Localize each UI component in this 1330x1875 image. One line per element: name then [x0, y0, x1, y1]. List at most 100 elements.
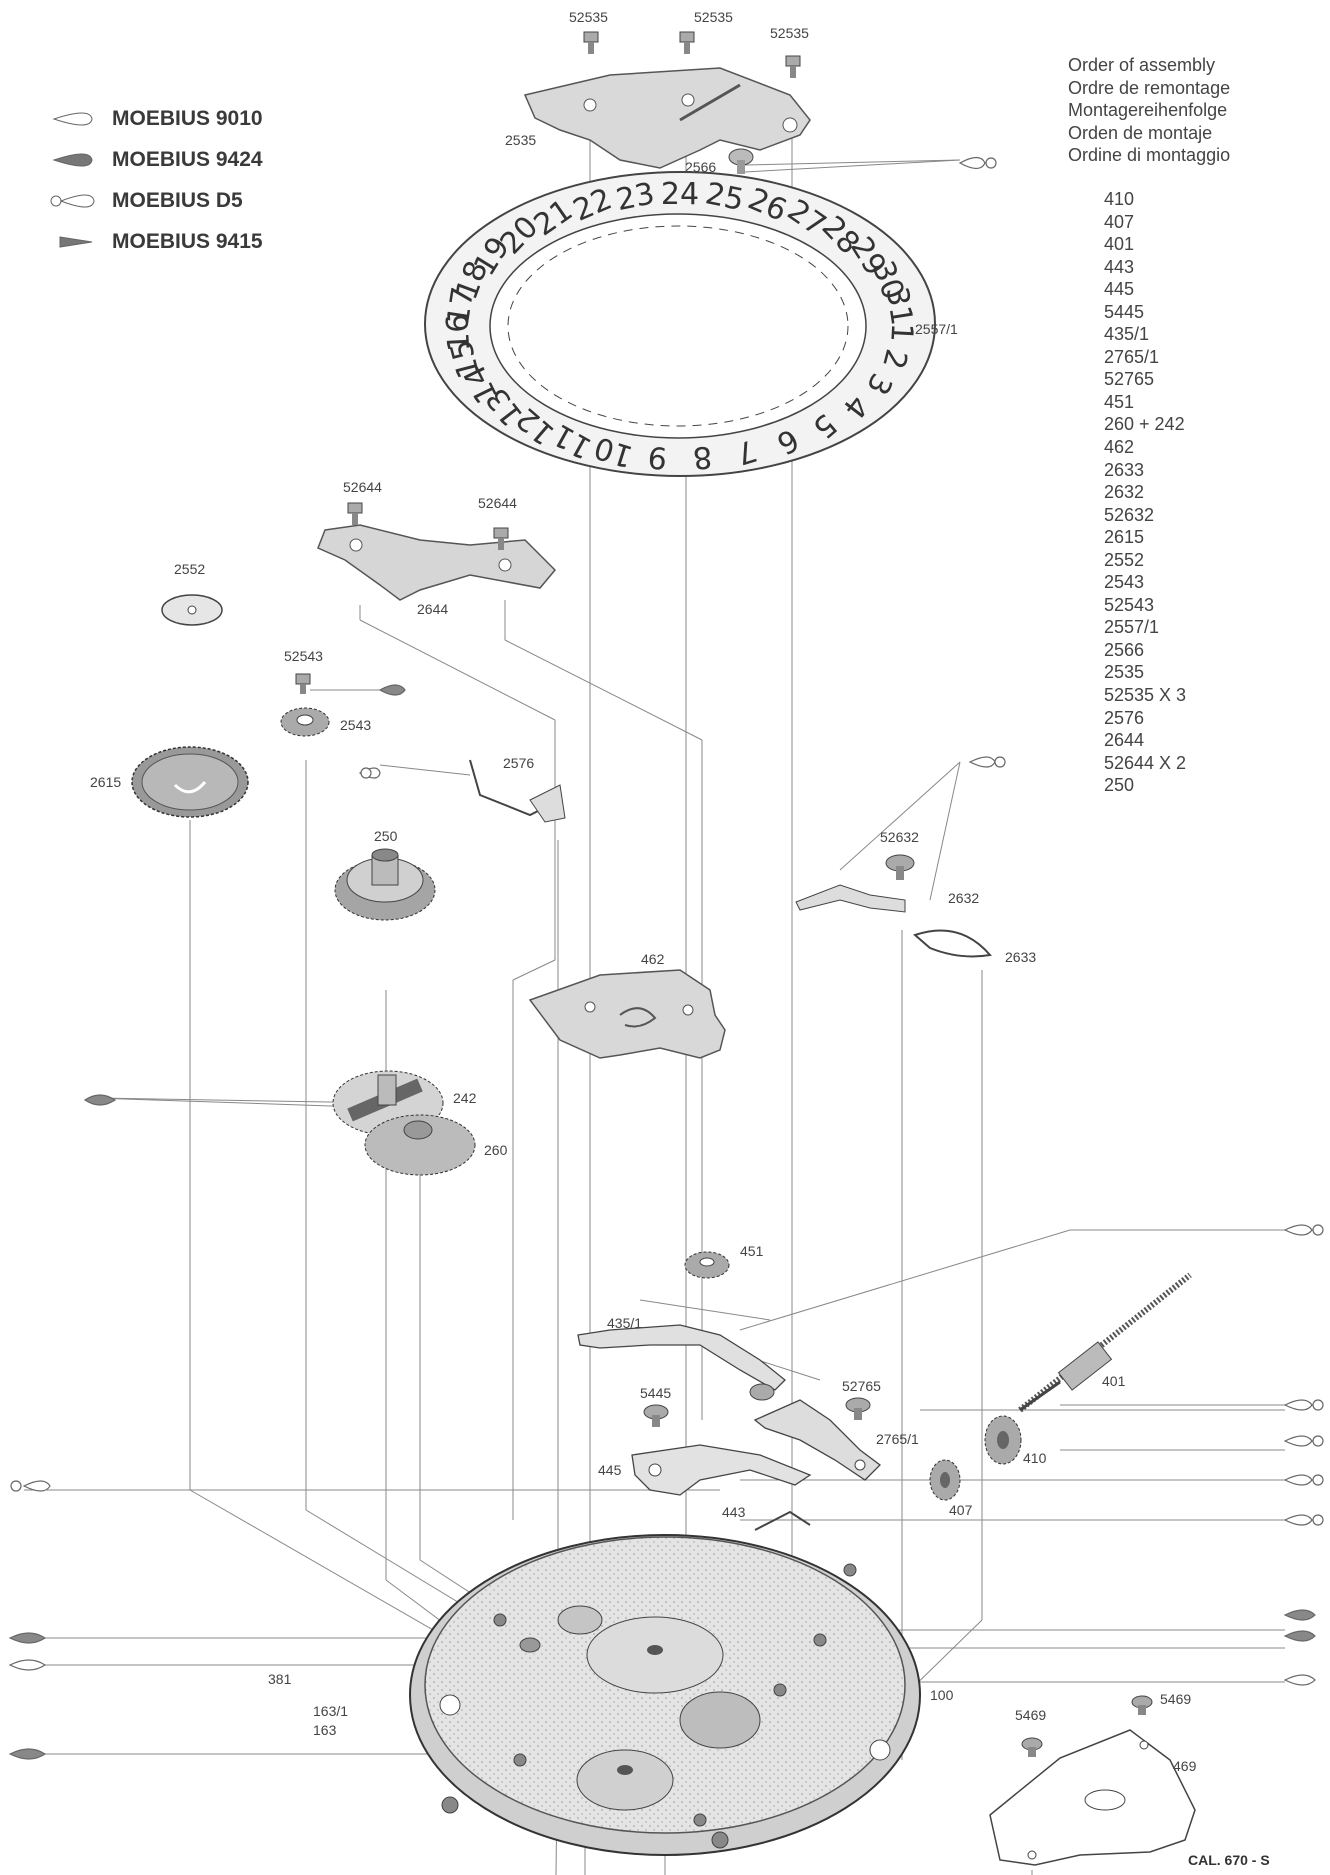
- cam-2552: [161, 594, 223, 626]
- label-435-1: 435/1: [607, 1315, 642, 1331]
- legend-item-moebius-9415: MOEBIUS 9415: [50, 221, 263, 262]
- order-item: 410: [1104, 189, 1135, 209]
- order-item: 2535: [1104, 662, 1145, 683]
- label-52535-c: 52535: [770, 25, 809, 41]
- wheel-2615: [131, 746, 249, 818]
- screw-52535-c: [785, 55, 801, 78]
- screw-52535-a: [583, 31, 599, 54]
- label-52632: 52632: [880, 829, 919, 845]
- cover-plate-469: [989, 1729, 1196, 1866]
- filled-drop-icon: [1283, 1609, 1316, 1621]
- date-ring-number: 23: [613, 176, 657, 218]
- label-52765: 52765: [842, 1378, 881, 1394]
- order-item: 401: [1104, 234, 1135, 255]
- main-plate-100: [409, 1534, 921, 1856]
- date-ring-number: 24: [661, 177, 699, 212]
- screw-52543: [295, 673, 311, 694]
- filled-drop-icon: [378, 684, 406, 696]
- label-2535: 2535: [505, 132, 536, 148]
- order-item: 5445: [1104, 301, 1145, 322]
- label-381: 381: [268, 1671, 292, 1687]
- screw-5445: [643, 1404, 669, 1427]
- label-163-1: 163/1: [313, 1703, 348, 1719]
- order-item: 2576: [1104, 707, 1145, 728]
- screw-5469-b: [1131, 1695, 1153, 1715]
- legend-label: MOEBIUS D5: [112, 188, 243, 212]
- label-2576: 2576: [503, 755, 534, 771]
- label-2632: 2632: [948, 890, 979, 906]
- label-52543: 52543: [284, 648, 323, 664]
- order-item: 462: [1104, 437, 1135, 458]
- date-ring-number: 9: [646, 438, 669, 475]
- order-title-it: Ordine di montaggio: [1068, 145, 1231, 166]
- winding-pinion-410: [984, 1415, 1022, 1465]
- label-407: 407: [949, 1502, 973, 1518]
- date-ring-number: 31: [879, 285, 919, 328]
- date-ring-number: 1: [883, 322, 919, 343]
- lever-445: [631, 1444, 812, 1496]
- outline-drop-icon: [52, 112, 93, 125]
- order-title-de: Montagereihenfolge: [1068, 100, 1228, 121]
- date-ring-number: 8: [691, 438, 714, 475]
- screw-52644-b: [493, 527, 509, 550]
- bridge-2644: [317, 524, 557, 601]
- label-2765-1: 2765/1: [876, 1431, 919, 1447]
- label-2566: 2566: [685, 159, 716, 175]
- label-2552: 2552: [174, 561, 205, 577]
- outline-drop-with-ring-icon: [968, 756, 996, 768]
- spring-2633: [913, 929, 992, 958]
- filled-drop-icon: [8, 1632, 47, 1644]
- label-52535-b: 52535: [694, 9, 733, 25]
- caliber-label: CAL. 670 - S: [1188, 1852, 1270, 1868]
- label-410: 410: [1023, 1450, 1047, 1466]
- order-item: 407: [1104, 211, 1135, 232]
- stem-401: [1018, 1272, 1192, 1413]
- wheel-2543: [280, 707, 330, 737]
- order-item: 2632: [1104, 482, 1145, 503]
- outline-drop-with-ring-icon: [50, 194, 95, 207]
- spring-443: [754, 1510, 811, 1531]
- order-item: 2543: [1104, 572, 1145, 593]
- filled-drop-icon: [83, 1094, 117, 1106]
- filled-drop-icon: [52, 153, 93, 166]
- filled-triangle-icon: [59, 235, 93, 248]
- label-242: 242: [453, 1090, 477, 1106]
- screw-5469-a: [1021, 1737, 1043, 1757]
- outline-drop-with-ring-icon: [1283, 1474, 1313, 1486]
- order-item: 435/1: [1104, 324, 1150, 345]
- label-462: 462: [641, 951, 665, 967]
- label-2633: 2633: [1005, 949, 1036, 965]
- outline-drop-icon: [1283, 1674, 1316, 1686]
- spring-2566: [728, 148, 754, 174]
- date-ring-number: 17: [441, 285, 481, 328]
- order-item: 2633: [1104, 459, 1145, 480]
- label-5469-a: 5469: [1015, 1707, 1046, 1723]
- label-260: 260: [484, 1142, 508, 1158]
- screw-52644-a: [347, 502, 363, 525]
- hour-wheel-250: [334, 848, 436, 921]
- label-52535-a: 52535: [569, 9, 608, 25]
- label-2543: 2543: [340, 717, 371, 733]
- filled-drop-icon: [1283, 1630, 1316, 1642]
- outline-drop-with-ring-icon: [1283, 1224, 1313, 1236]
- label-401: 401: [1102, 1373, 1126, 1389]
- lubricant-legend: MOEBIUS 9010 MOEBIUS 9424 MOEBIUS D5 MOE…: [50, 98, 263, 262]
- outline-drop-with-ring-icon: [1283, 1514, 1313, 1526]
- label-443: 443: [722, 1504, 746, 1520]
- wheel-260: [364, 1114, 476, 1176]
- spring-2576: [469, 759, 566, 823]
- label-5469-b: 5469: [1160, 1691, 1191, 1707]
- order-item: 52535 X 3: [1104, 685, 1187, 706]
- screw-52632: [885, 854, 915, 880]
- date-ring-number: 16: [440, 313, 477, 353]
- oil-markers: [8, 156, 1324, 1760]
- legend-label: MOEBIUS 9424: [112, 147, 263, 171]
- label-2557-1: 2557/1: [915, 321, 958, 337]
- wheel-451: [684, 1251, 730, 1279]
- order-title-es: Orden de montaje: [1068, 122, 1213, 143]
- order-item: 52644 X 2: [1104, 752, 1187, 773]
- outline-drop-icon: [8, 1659, 47, 1671]
- legend-item-moebius-d5: MOEBIUS D5: [50, 180, 263, 221]
